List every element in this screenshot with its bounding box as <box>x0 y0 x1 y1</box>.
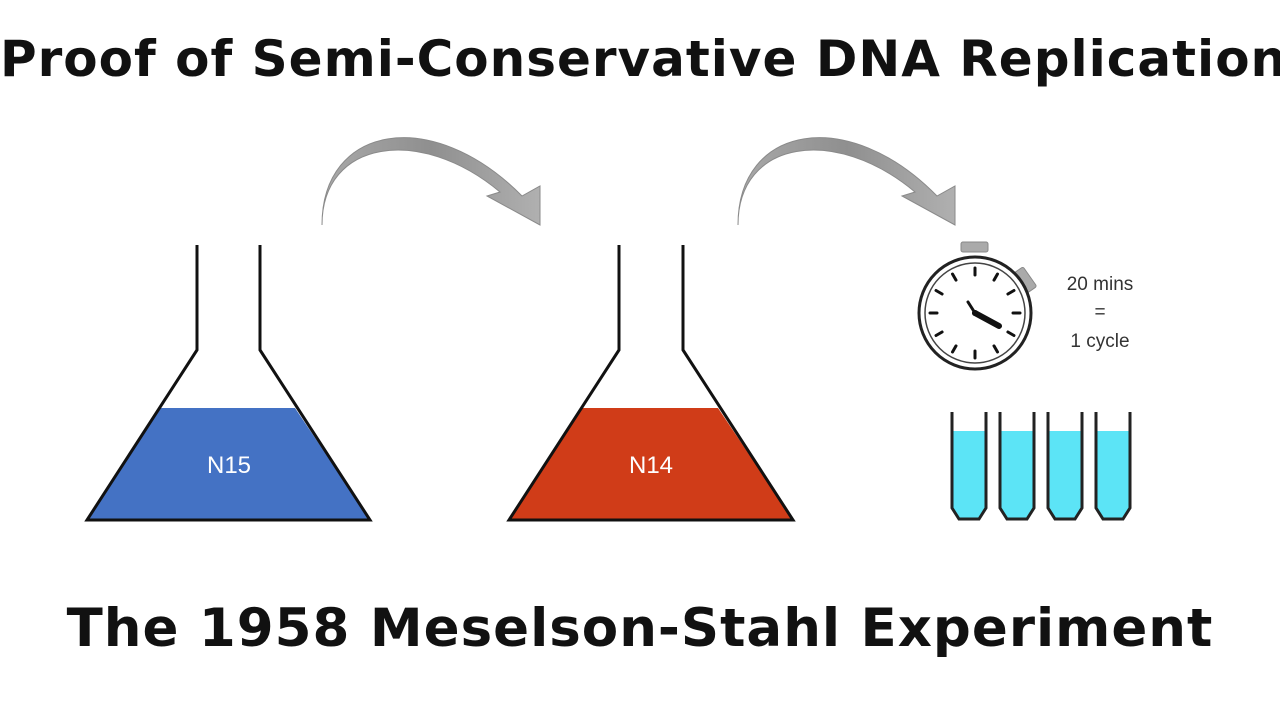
flask-n15: N15 <box>84 245 373 522</box>
stopwatch-tick <box>951 272 958 282</box>
transfer-arrow-icon <box>737 137 956 226</box>
test-tube-icon <box>1046 412 1084 521</box>
stopwatch-tick <box>934 289 944 296</box>
timer-cycle: 1 cycle <box>1070 331 1129 352</box>
timer-equals: = <box>1094 302 1105 323</box>
flask-liquid <box>87 408 370 520</box>
flask-label: N14 <box>629 452 673 479</box>
tube-outline <box>1094 412 1132 521</box>
timer-duration: 20 mins <box>1067 274 1134 295</box>
tube-outline <box>950 412 988 521</box>
stopwatch-tick <box>1006 330 1016 337</box>
tube-outline <box>1046 412 1084 521</box>
stopwatch-icon <box>917 241 1037 371</box>
stopwatch-tick <box>992 344 999 354</box>
timer-caption: 20 mins = 1 cycle <box>1067 274 1134 352</box>
page-title: Proof of Semi-Conservative DNA Replicati… <box>0 30 1280 88</box>
test-tube-icon <box>998 412 1036 521</box>
stopwatch-tick <box>1006 289 1016 296</box>
stopwatch-tick <box>951 344 958 354</box>
tube-liquid <box>1096 431 1130 519</box>
tube-liquid <box>1000 431 1034 519</box>
transfer-arrow-icon <box>321 137 541 226</box>
tube-outline <box>998 412 1036 521</box>
tube-liquid <box>952 431 986 519</box>
flask-label: N15 <box>207 452 251 479</box>
flask-liquid <box>509 408 793 520</box>
stopwatch-tick <box>992 272 999 282</box>
test-tube-icon <box>1094 412 1132 521</box>
tube-liquid <box>1048 431 1082 519</box>
subtitle: The 1958 Meselson-Stahl Experiment <box>66 598 1214 659</box>
flask-n14: N14 <box>506 245 796 522</box>
test-tube-icon <box>950 412 988 521</box>
test-tube-rack <box>950 412 1132 521</box>
stopwatch-tick <box>934 330 944 337</box>
